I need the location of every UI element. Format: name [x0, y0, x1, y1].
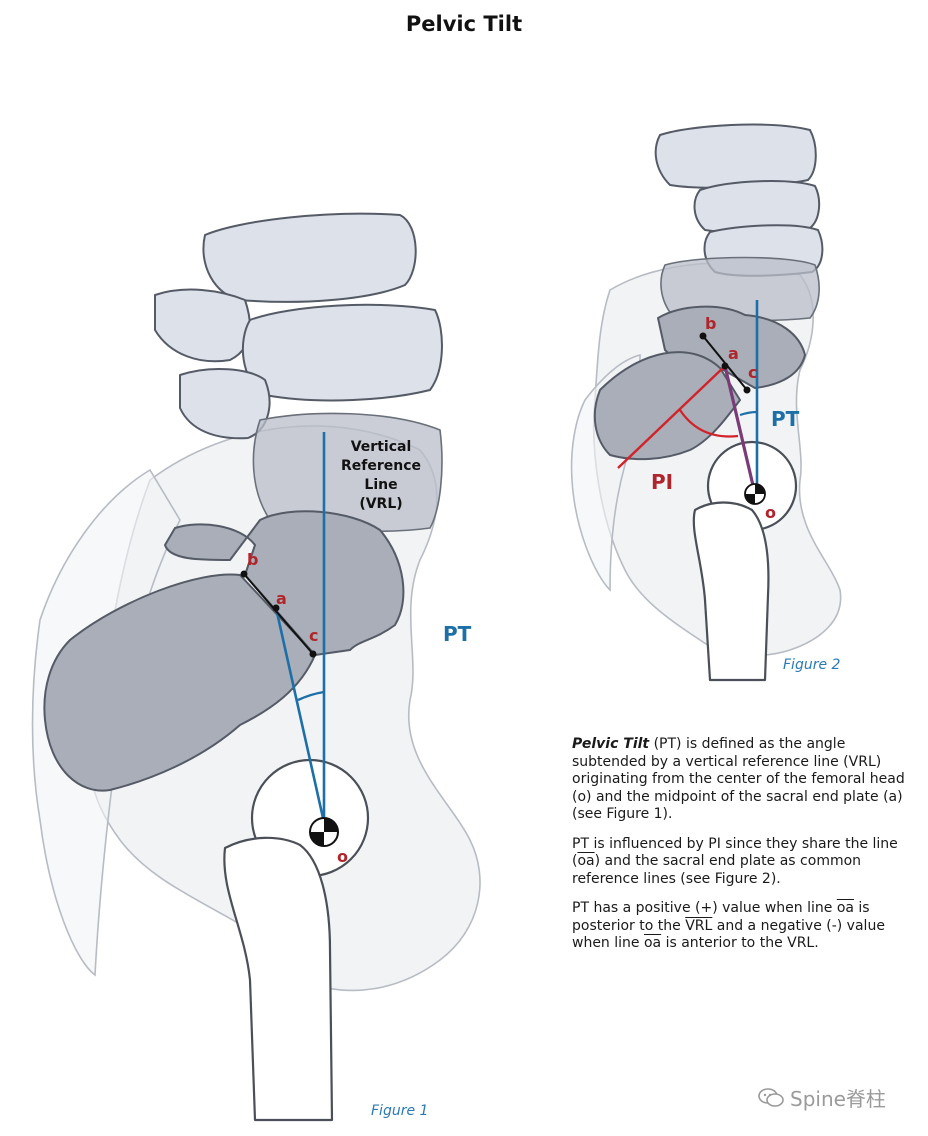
- fig2-pi-arc: [679, 409, 739, 438]
- description-paragraph-2: PT is influenced by PI since they share …: [572, 836, 917, 889]
- fig2-oa-line: [723, 365, 757, 495]
- fig1-point-c: [309, 650, 317, 658]
- fig2-center-marker-o: [744, 483, 766, 505]
- p2-line-oa: oa: [577, 853, 595, 869]
- fig2-femoral-shaft: [692, 501, 770, 682]
- description-text: Pelvic Tilt (PT) is defined as the angle…: [572, 736, 917, 965]
- fig2-vertebra-4: [660, 256, 820, 322]
- watermark: Spine脊柱: [758, 1083, 886, 1112]
- p1-text: (PT) is defined as the angle subtended b…: [572, 736, 905, 822]
- fig1-label-c: c: [309, 626, 318, 645]
- p3-vrl: VRL: [685, 917, 713, 934]
- fig2-label-pi: PI: [651, 470, 673, 494]
- p2-text-a: PT is influenced by PI since they share …: [572, 835, 898, 870]
- fig2-pi-line: [617, 365, 726, 469]
- fig1-vrl-label-1: Vertical: [351, 439, 412, 455]
- fig1-point-a: [272, 604, 280, 612]
- fig1-endplate-line: [243, 573, 314, 655]
- chat-bubbles-icon: [758, 1087, 784, 1107]
- fig2-label-pt: PT: [771, 407, 800, 431]
- fig1-vertebra-l4: [241, 303, 443, 402]
- fig1-oa-line: [274, 607, 325, 819]
- fig1-sacrum: [164, 510, 405, 656]
- fig2-vertebra-2: [693, 180, 821, 234]
- fig1-femoral-shaft: [223, 836, 334, 1122]
- fig1-vertebra-l3-process: [154, 288, 251, 363]
- fig2-sacrum-body: [593, 351, 741, 461]
- fig1-vertebra-l4-process: [179, 367, 271, 440]
- figure-2: b a c o PT PI Figure 2: [570, 123, 842, 682]
- description-paragraph-3: PT has a positive (+) value when line oa…: [572, 900, 917, 953]
- fig2-point-a: [721, 362, 729, 370]
- figure-1: b a c o PT Vertical Reference Line (VRL)…: [31, 212, 481, 1122]
- p3-text-a: PT has a positive (+) value when line: [572, 900, 837, 916]
- fig1-vrl-label-2: Reference: [341, 458, 421, 474]
- fig1-vertebra-l3: [202, 212, 417, 303]
- fig2-label-b: b: [705, 314, 716, 333]
- fig1-label-a: a: [276, 589, 287, 608]
- fig1-vrl-label-3: Line: [364, 477, 397, 493]
- fig2-label-a: a: [728, 344, 739, 363]
- fig1-label-o: o: [337, 847, 348, 866]
- description-paragraph-1: Pelvic Tilt (PT) is defined as the angle…: [572, 736, 917, 824]
- fig1-center-marker-o: [309, 817, 339, 847]
- p3-text-b: is posterior to the: [572, 900, 870, 934]
- fig1-label-pt: PT: [443, 622, 472, 646]
- fig2-label-c: c: [748, 363, 757, 382]
- p3-text-c: and a negative (-) value when line: [572, 917, 885, 952]
- fig1-caption: Figure 1: [371, 1103, 428, 1119]
- term-pelvic-tilt: Pelvic Tilt: [572, 736, 650, 752]
- fig1-vrl-label-4: (VRL): [359, 496, 402, 512]
- fig2-caption: Figure 2: [783, 657, 841, 673]
- fig1-label-b: b: [247, 550, 258, 569]
- fig2-point-c: [743, 386, 751, 394]
- fig1-pt-arc: [297, 690, 325, 702]
- watermark-text: Spine脊柱: [790, 1087, 886, 1111]
- fig2-vertebra-1: [654, 123, 817, 189]
- fig2-pt-arc: [739, 410, 758, 417]
- p2-text-b: ) and the sacral end plate as common ref…: [572, 853, 862, 887]
- fig1-point-b: [240, 570, 248, 578]
- fig2-label-o: o: [765, 503, 776, 522]
- fig2-point-b: [699, 332, 707, 340]
- fig1-vertebra-l5: [252, 412, 443, 533]
- page-title: Pelvic Tilt: [405, 12, 523, 36]
- fig1-sacrum-body: [43, 573, 316, 792]
- p3-line-oa-1: oa: [836, 900, 854, 916]
- p3-text-d: is anterior to the VRL.: [661, 935, 819, 951]
- p3-line-oa-2: oa: [643, 935, 662, 951]
